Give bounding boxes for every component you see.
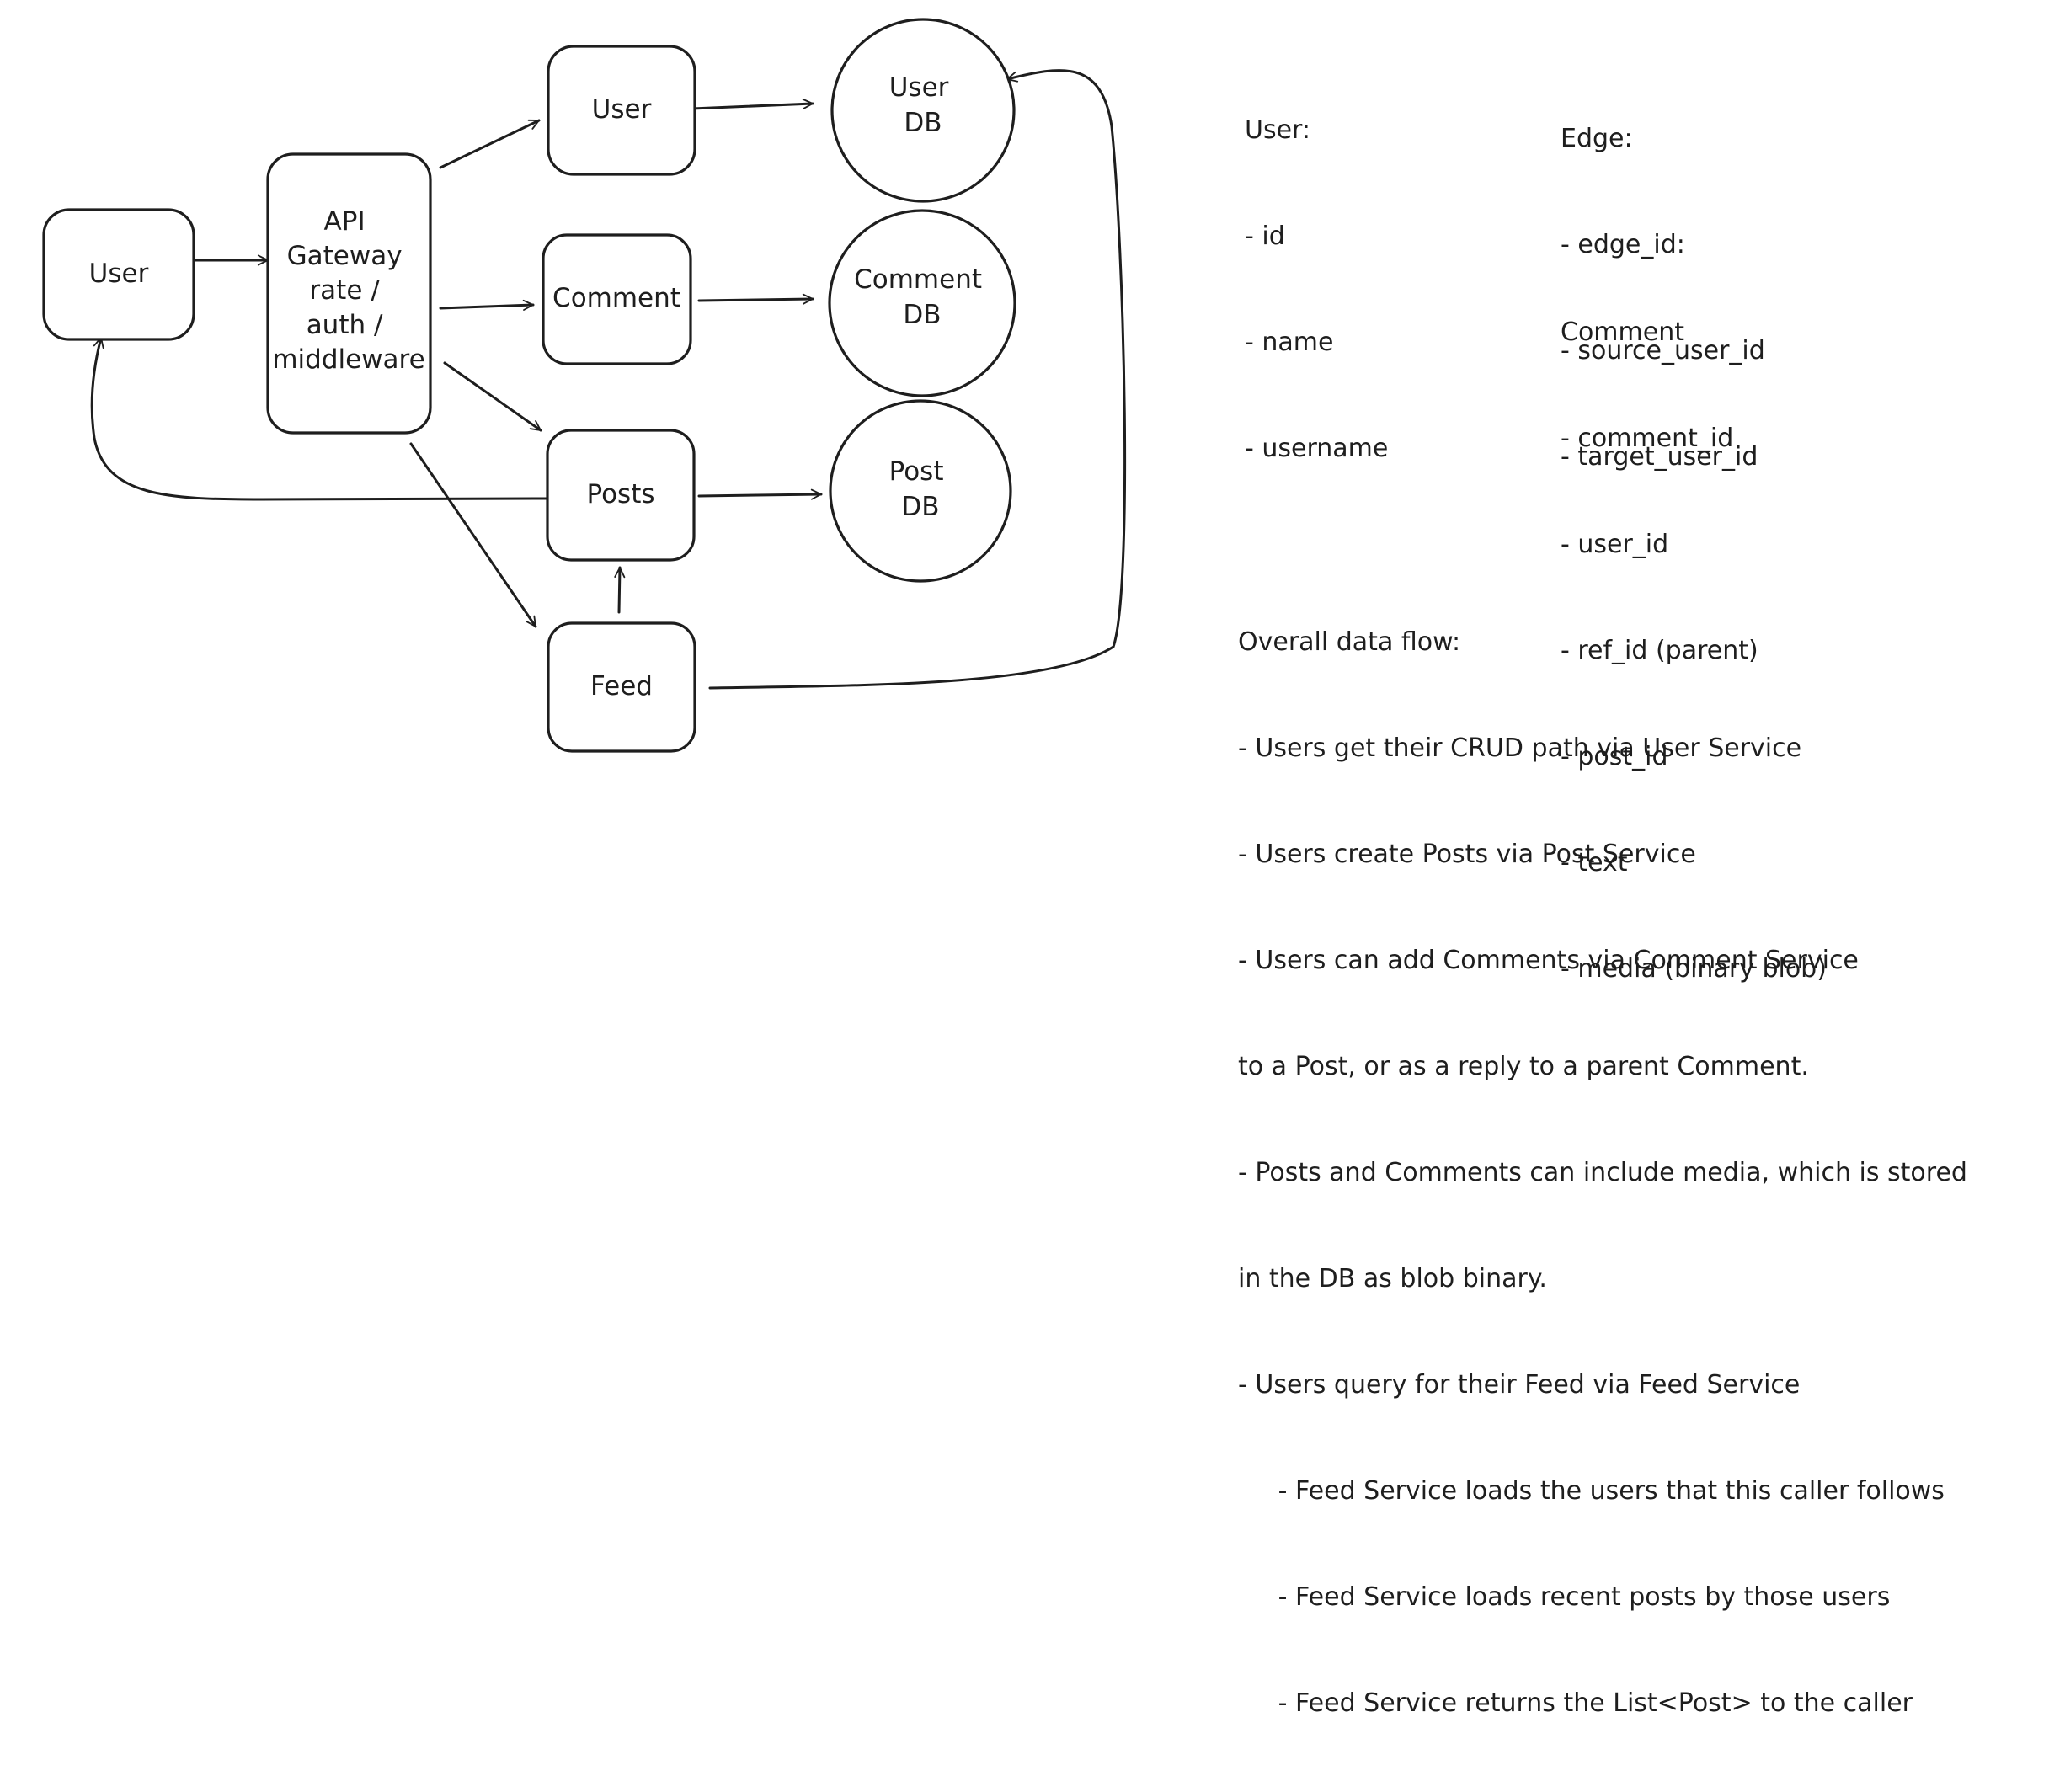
comment-schema-field: - comment_id [1561, 424, 1734, 453]
data-flow-line: - Feed Service returns the List<Post> to… [1238, 1688, 1913, 1718]
edge-schema-field: - edge_id: [1561, 230, 1685, 259]
edge-schema: Edge: - edge_id: - source_user_id - targ… [1561, 51, 1765, 546]
comment-schema-field: - media (binary blob) [1561, 954, 1827, 984]
data-flow-line: - Feed Service loads recent posts by tho… [1238, 1582, 1891, 1612]
user-schema-title: User: [1245, 115, 1310, 145]
node-post-db-label: Post DB [889, 456, 952, 522]
data-flow-line: - Users can add Comments via Comment Ser… [1238, 946, 1859, 975]
user-schema-field: - name [1245, 328, 1334, 357]
data-flow-notes: Overall data flow: - Users get their CRU… [1238, 554, 1967, 1792]
node-feed-service: Feed [547, 621, 696, 753]
data-flow-title: Overall data flow: [1238, 627, 1461, 657]
data-flow-line: - Users create Posts via Post Service [1238, 840, 1696, 869]
edge-gateway-to-user-service [439, 119, 541, 169]
node-user-service: User [547, 45, 696, 176]
node-user-service-label: User [592, 94, 652, 125]
edge-user-service-to-user-db [691, 98, 814, 110]
node-comment-service: Comment [542, 233, 692, 365]
node-gateway-label: API Gateway rate / auth / middleware [272, 206, 424, 375]
node-user-db-label: User DB [889, 72, 958, 138]
edge-feed-service-to-posts-service [614, 566, 626, 614]
data-flow-line: - Feed Service loads the users that this… [1238, 1476, 1945, 1506]
comment-schema-field: - user_id [1561, 530, 1669, 559]
user-schema: User: - id - name - username [1245, 42, 1388, 537]
edge-posts-service-to-post-db [697, 488, 823, 500]
comment-schema-title: Comment [1561, 317, 1684, 347]
node-comment-db-label: Comment DB [854, 264, 990, 330]
node-posts-service-label: Posts [586, 479, 654, 509]
edge-gateway-to-feed-service [409, 442, 537, 628]
node-user-db: User DB [830, 18, 1016, 203]
architecture-diagram: User API Gateway rate / auth / middlewar… [42, 18, 1127, 753]
comment-schema-field: - text [1561, 848, 1628, 877]
user-schema-field: - id [1245, 221, 1285, 251]
comment-schema-field: - post_id [1561, 742, 1668, 771]
data-flow-line: to a Post, or as a reply to a parent Com… [1238, 1052, 1809, 1081]
node-gateway: API Gateway rate / auth / middleware [266, 152, 432, 435]
edge-schema-field: - source_user_id [1561, 336, 1765, 365]
node-posts-service: Posts [546, 429, 696, 562]
edge-comment-service-to-comment-db [697, 293, 814, 305]
edge-feed-service-to-user-db [708, 69, 1127, 690]
data-flow-line: - Users get their CRUD path via User Ser… [1238, 733, 1802, 763]
node-comment-db: Comment DB [828, 209, 1016, 397]
comment-schema-field: - ref_id (parent) [1561, 636, 1758, 665]
edge-schema-field: - target_user_id [1561, 442, 1758, 472]
edge-gateway-to-comment-service [439, 299, 535, 311]
node-client-label: User [89, 259, 149, 289]
user-schema-field: - username [1245, 434, 1389, 463]
node-client: User [42, 208, 195, 341]
edges [90, 69, 1127, 690]
node-comment-service-label: Comment [552, 283, 680, 313]
edge-posts-service-to-client [90, 336, 549, 501]
node-feed-service-label: Feed [590, 671, 653, 701]
data-flow-line: in the DB as blob binary. [1238, 1264, 1547, 1293]
diagram-canvas: User API Gateway rate / auth / middlewar… [42, 18, 1967, 1718]
data-flow-line: - Posts and Comments can include media, … [1238, 1158, 1967, 1187]
edge-schema-title: Edge: [1561, 124, 1633, 153]
data-flow-line: - Users query for their Feed via Feed Se… [1238, 1370, 1801, 1400]
comment-schema: Comment - comment_id - user_id - ref_id … [1561, 244, 1827, 1058]
node-post-db: Post DB [829, 399, 1012, 583]
edge-gateway-to-posts-service [443, 361, 542, 432]
